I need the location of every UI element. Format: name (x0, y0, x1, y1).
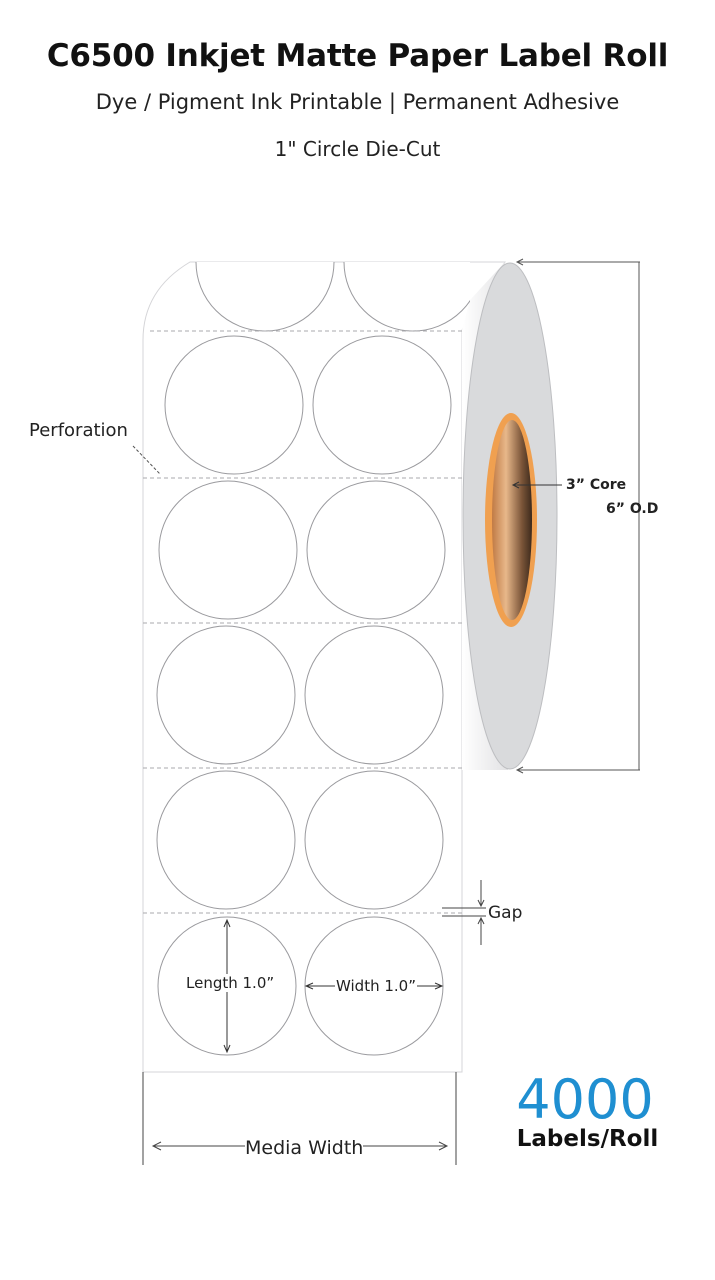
od-dimension (515, 258, 640, 774)
perforation-lines (143, 330, 462, 914)
gap-dimension (442, 880, 486, 945)
gap-label: Gap (488, 903, 523, 923)
core-pointer (511, 481, 562, 489)
outer-diameter-label: 6” O.D (606, 501, 659, 517)
perforation-pointer (132, 445, 161, 475)
label-shape-text: 1" Circle Die-Cut (274, 137, 441, 161)
core-size-label: 3” Core (566, 477, 627, 493)
label-circles (156, 335, 452, 1056)
length-label: Length 1.0” (185, 974, 276, 992)
label-count-unit: Labels/Roll (516, 1126, 659, 1152)
page-title: C6500 Inkjet Matte Paper Label Roll (46, 38, 669, 74)
product-subtitle: Dye / Pigment Ink Printable | Permanent … (95, 90, 620, 114)
perforation-label: Perforation (29, 420, 128, 441)
label-count: 4000 (516, 1068, 654, 1131)
media-width-label: Media Width (245, 1137, 364, 1159)
core-inner (492, 420, 532, 620)
width-label: Width 1.0” (335, 977, 417, 995)
